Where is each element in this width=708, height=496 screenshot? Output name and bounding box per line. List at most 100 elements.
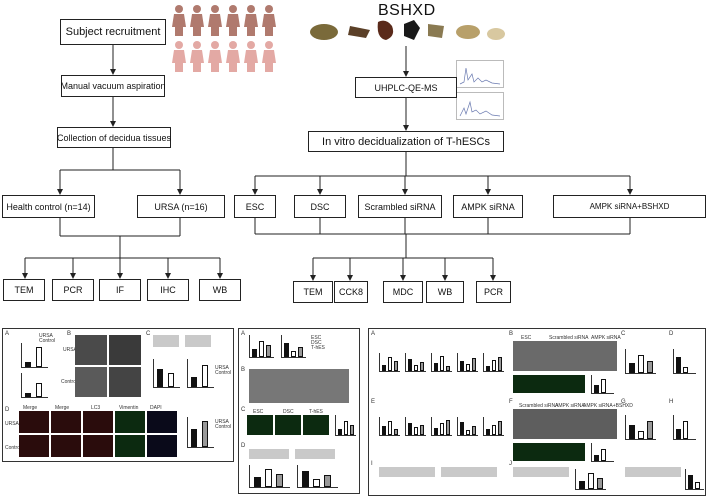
bar-plot-a2	[21, 373, 48, 398]
group-ampk-sirna-box: AMPK siRNA	[453, 195, 523, 218]
mid-bar-plot-d2	[297, 465, 338, 488]
mid-label-a: A	[241, 331, 246, 337]
right-label-b: B	[509, 331, 514, 337]
figure-panel-cells: A B C D ESC DSC T-hES ESC DSC T-hES	[238, 328, 360, 494]
right-bar-plot-1	[379, 353, 400, 372]
micro-header-top-2: Scrambled siRNA	[549, 335, 589, 341]
right-western-blot-4	[625, 467, 681, 477]
assay-wb-left: WB	[199, 279, 241, 301]
mid-if-image-2	[275, 415, 301, 435]
tem-image-1	[75, 335, 107, 365]
if-image-3	[83, 411, 113, 433]
if-image-7	[51, 435, 81, 457]
mid-legend-dsc: DSC	[311, 340, 322, 346]
if-image-2	[51, 411, 81, 433]
mid-bar-plot-d1	[249, 465, 290, 488]
right-western-blot-1	[379, 467, 435, 477]
if-image-9	[115, 435, 145, 457]
right-label-j: J	[509, 461, 512, 467]
right-tem-image-bottom	[513, 409, 617, 439]
tem-image-4	[109, 367, 141, 397]
panel-label-c: C	[146, 331, 151, 337]
right-bar-plot-10	[483, 417, 504, 436]
legend-ursa-d: URSA	[215, 419, 229, 425]
right-western-blot-3	[513, 467, 569, 477]
micro-header-bottom-3: AMPK siRNA+BSHXD	[583, 403, 633, 409]
panel-label-b: B	[67, 331, 72, 337]
right-label-i: I	[371, 461, 373, 467]
right-label-d: D	[669, 331, 674, 337]
mid-label-c: C	[241, 407, 246, 413]
in-vitro-box: In vitro decidualization of T-hESCs	[308, 131, 504, 152]
bar-plot-d	[187, 417, 214, 448]
right-bar-plot-g	[625, 415, 656, 440]
right-label-g: G	[621, 399, 626, 405]
legend-control-d: Control	[215, 424, 232, 430]
ursa-box: URSA (n=16)	[137, 195, 225, 218]
if-row-label-control: Control	[5, 445, 22, 451]
assay-pcr-right: PCR	[476, 281, 511, 303]
right-bar-plot-j	[575, 469, 606, 490]
mid-if-image-3	[303, 415, 329, 435]
right-bar-plot-h	[673, 415, 696, 440]
assay-ihc-left: IHC	[147, 279, 189, 301]
right-bar-plot-3	[431, 353, 452, 372]
right-western-blot-2	[441, 467, 497, 477]
manual-vacuum-box: Manual vacuum aspiration	[60, 75, 166, 97]
if-row-label-ursa: URSA	[5, 421, 19, 427]
assay-tem-right: TEM	[293, 281, 333, 303]
legend-ursa: URSA	[39, 333, 53, 339]
micro-header-top-3: AMPK siRNA	[591, 335, 621, 341]
mid-bar-plot-c	[335, 415, 356, 436]
micro-header-bottom-2: AMPK siRNA	[555, 403, 585, 409]
health-control-box: Health control (n=14)	[2, 195, 95, 218]
right-label-e: E	[371, 399, 376, 405]
if-image-1	[19, 411, 49, 433]
collection-box: Collection of decidua tissues	[57, 127, 171, 148]
if-image-10	[147, 435, 177, 457]
group-ampk-sirna-bshxd-box: AMPK siRNA+BSHXD	[553, 195, 706, 218]
mid-label-b: B	[241, 367, 246, 373]
mid-legend-esc: ESC	[311, 335, 322, 341]
right-if-image-bottom	[513, 443, 585, 461]
mid-if-image-1	[247, 415, 273, 435]
mid-label-d: D	[241, 443, 246, 449]
group-scrambled-sirna-box: Scrambled siRNA	[358, 195, 442, 218]
chromatogram-thumbnail-bottom	[456, 92, 504, 120]
right-bar-plot-6	[379, 417, 400, 436]
if-header-1: Merge	[23, 405, 38, 411]
if-image-5	[147, 411, 177, 433]
legend-ursa-c: URSA	[215, 365, 229, 371]
if-header-4: Vimentin	[119, 405, 139, 411]
tem-image-2	[109, 335, 141, 365]
right-if-image-top	[513, 375, 585, 393]
mid-bar-plot-a2	[281, 335, 306, 358]
mid-legend-thes: T-hES	[311, 345, 325, 351]
herbs-icon	[310, 20, 505, 40]
right-bar-plot-c	[625, 349, 656, 374]
assay-mdc-right: MDC	[383, 281, 423, 303]
row-label-control: Control	[61, 379, 78, 385]
mid-if-header-thes: T-hES	[309, 409, 323, 415]
right-bar-plot-f	[591, 443, 614, 462]
bshxd-title: BSHXD	[378, 2, 436, 19]
micro-header-bottom-1: Scrambled siRNA	[519, 403, 559, 409]
figure-panel-clinical: A B C D URSA Control URSA Control URSA C…	[2, 328, 234, 462]
if-image-4	[115, 411, 145, 433]
right-tem-image-top	[513, 341, 617, 371]
figure-panel-sirna: A B C D E F G H I J ESC Scrambled siRNA …	[368, 328, 706, 496]
right-bar-plot-b	[591, 375, 614, 394]
right-label-c: C	[621, 331, 626, 337]
tem-image-3	[75, 367, 107, 397]
right-bar-plot-9	[457, 417, 478, 436]
western-blot-1	[153, 335, 179, 347]
group-esc-box: ESC	[234, 195, 276, 218]
women-pictogram-icon	[172, 5, 276, 72]
assay-pcr-left: PCR	[52, 279, 94, 301]
right-bar-plot-2	[405, 353, 426, 372]
legend-control: Control	[39, 338, 56, 344]
if-image-8	[83, 435, 113, 457]
mid-western-blot-2	[295, 449, 335, 459]
mid-if-header-esc: ESC	[253, 409, 264, 415]
